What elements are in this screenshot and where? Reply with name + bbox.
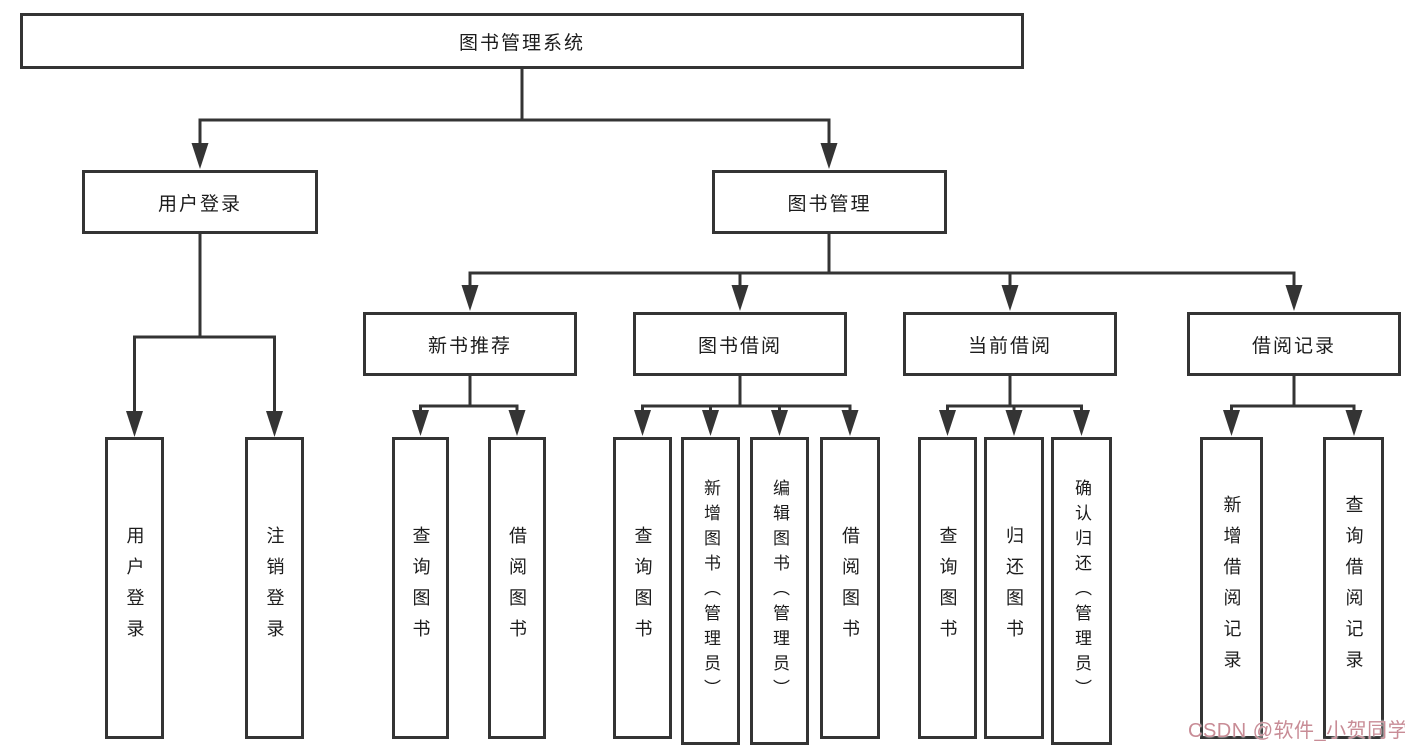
leaf-return-book: 归还图书 [984, 437, 1044, 739]
leaf-borrow-book-2: 借阅图书 [820, 437, 880, 739]
leaf-confirm-return-admin-label: 确认归还（管理员） [1072, 478, 1091, 704]
node-current-borrow: 当前借阅 [903, 312, 1117, 376]
leaf-user-login-label: 用户登录 [124, 526, 145, 650]
leaf-query-book-2: 查询图书 [613, 437, 672, 739]
node-book-borrow: 图书借阅 [633, 312, 847, 376]
leaf-query-book-1: 查询图书 [392, 437, 449, 739]
leaf-confirm-return-admin: 确认归还（管理员） [1051, 437, 1112, 745]
leaf-borrow-book-2-label: 借阅图书 [840, 526, 860, 650]
leaf-query-book-3-label: 查询图书 [937, 526, 958, 650]
leaf-logout-login: 注销登录 [245, 437, 304, 739]
node-user-login: 用户登录 [82, 170, 318, 234]
node-system-root: 图书管理系统 [20, 13, 1024, 69]
leaf-add-book-admin-label: 新增图书（管理员） [701, 478, 720, 704]
leaf-add-borrow-record: 新增借阅记录 [1200, 437, 1263, 739]
node-book-management-label: 图书管理 [787, 193, 872, 215]
node-borrow-record: 借阅记录 [1187, 312, 1401, 376]
watermark: CSDN @软件_小贺同学 [1188, 720, 1405, 742]
leaf-add-borrow-record-label: 新增借阅记录 [1221, 495, 1242, 681]
leaf-add-book-admin: 新增图书（管理员） [681, 437, 740, 745]
leaf-query-book-2-label: 查询图书 [632, 526, 653, 650]
node-new-book-recommend: 新书推荐 [363, 312, 577, 376]
leaf-user-login: 用户登录 [105, 437, 164, 739]
node-new-book-recommend-label: 新书推荐 [427, 335, 512, 357]
leaf-query-borrow-record: 查询借阅记录 [1323, 437, 1384, 739]
leaf-edit-book-admin-label: 编辑图书（管理员） [770, 478, 789, 704]
leaf-logout-login-label: 注销登录 [264, 526, 285, 650]
leaf-borrow-book-1-label: 借阅图书 [507, 526, 527, 650]
node-user-login-label: 用户登录 [157, 193, 242, 215]
node-current-borrow-label: 当前借阅 [967, 335, 1052, 357]
node-system-root-label: 图书管理系统 [458, 32, 585, 54]
leaf-edit-book-admin: 编辑图书（管理员） [750, 437, 809, 745]
leaf-query-borrow-record-label: 查询借阅记录 [1343, 495, 1364, 681]
leaf-return-book-label: 归还图书 [1004, 526, 1024, 650]
leaf-query-book-3: 查询图书 [918, 437, 977, 739]
node-book-management: 图书管理 [712, 170, 947, 234]
node-borrow-record-label: 借阅记录 [1251, 335, 1336, 357]
node-book-borrow-label: 图书借阅 [697, 335, 782, 357]
leaf-borrow-book-1: 借阅图书 [488, 437, 546, 739]
leaf-query-book-1-label: 查询图书 [410, 526, 431, 650]
